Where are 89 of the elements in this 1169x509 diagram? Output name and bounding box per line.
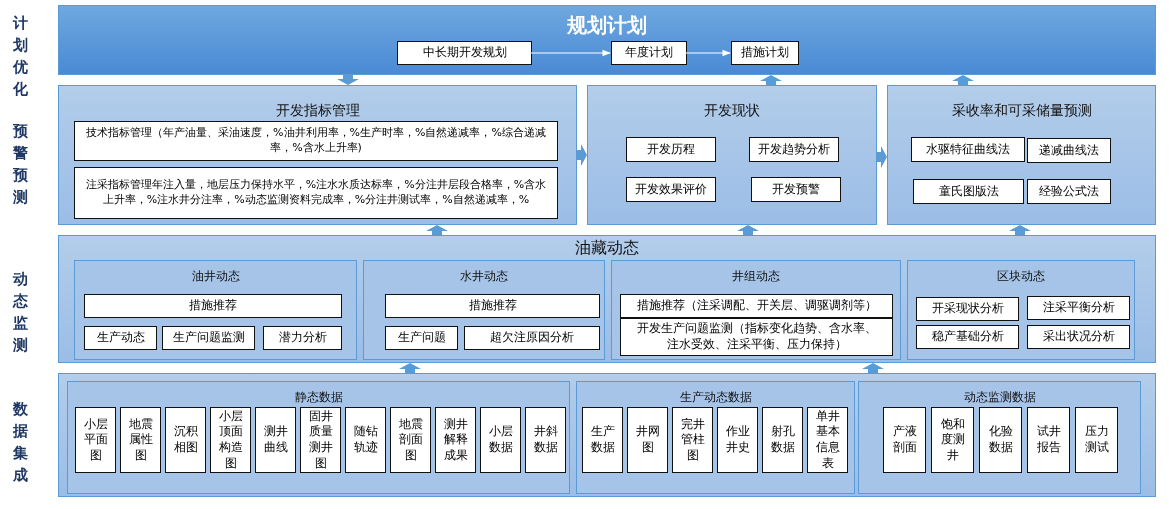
process-box: 超欠注原因分析: [464, 326, 600, 350]
process-box: 地震剖面图: [390, 407, 431, 473]
group-panel: [576, 381, 855, 494]
block-arrow: [1009, 225, 1031, 235]
process-box: 技术指标管理（年产油量、采油速度，%油井利用率，%生产时率，%自然递减率，%综合递减率，%含水上升率): [74, 121, 558, 161]
block-arrow: [877, 146, 887, 168]
process-box: 年度计划: [611, 41, 687, 65]
group-panel: [858, 381, 1141, 494]
header-band: [58, 5, 1156, 75]
process-box: 井网图: [627, 407, 668, 473]
block-arrow: [760, 75, 782, 85]
arrow: [530, 49, 611, 57]
group-panel: [58, 373, 1156, 497]
process-box: 沉积相图: [165, 407, 206, 473]
process-box: 化验数据: [979, 407, 1022, 473]
section-label: 动态监测: [11, 269, 29, 356]
group-panel: [587, 85, 877, 225]
block-arrow: [399, 363, 421, 373]
process-box: 潜力分析: [263, 326, 342, 350]
section-label: 预警预测: [11, 121, 29, 208]
process-box: 措施推荐: [84, 294, 342, 318]
process-box: 中长期开发规划: [397, 41, 532, 65]
process-box: 措施推荐（注采调配、开关层、调驱调剂等）: [620, 294, 893, 318]
group-title: 规划计划: [566, 12, 648, 39]
process-box: 井斜数据: [525, 407, 566, 473]
group-title: 区块动态: [996, 269, 1046, 284]
group-title: 油井动态: [190, 269, 241, 284]
group-panel: [611, 260, 901, 360]
process-box: 开发效果评价: [626, 177, 716, 202]
group-title: 开发现状: [703, 102, 761, 120]
process-box: 固井质量测井图: [300, 407, 341, 473]
process-box: 采出状况分析: [1027, 325, 1130, 349]
group-title: 静态数据: [293, 390, 344, 405]
group-title: 水井动态: [459, 269, 509, 284]
process-box: 开发趋势分析: [749, 137, 839, 162]
block-arrow: [952, 75, 974, 85]
process-box: 递减曲线法: [1027, 138, 1111, 163]
process-box: 产液剖面: [883, 407, 926, 473]
process-box: 稳产基础分析: [916, 325, 1019, 349]
block-arrow: [577, 144, 587, 166]
process-box: 地震属性图: [120, 407, 161, 473]
process-box: 压力测试: [1075, 407, 1118, 473]
group-panel: [907, 260, 1135, 360]
process-box: 射孔数据: [762, 407, 803, 473]
process-box: 措施计划: [731, 41, 799, 65]
group-panel: [363, 260, 605, 360]
block-arrow: [737, 225, 759, 235]
process-box: 小层数据: [480, 407, 521, 473]
group-title: 油藏动态: [574, 238, 640, 259]
arrow: [685, 49, 731, 57]
group-title: 采收率和可采储量预测: [950, 102, 1093, 120]
section-label: 计划优化: [11, 13, 29, 100]
group-panel: [74, 260, 357, 360]
process-box: 测井解释成果: [435, 407, 476, 473]
block-arrow: [337, 75, 359, 85]
process-box: 开发生产问题监测（指标变化趋势、含水率、注水受效、注采平衡、压力保持）: [620, 318, 893, 356]
block-arrow: [862, 363, 884, 373]
block-arrow: [426, 225, 448, 235]
process-box: 注采平衡分析: [1027, 296, 1130, 320]
process-box: 童氏图版法: [913, 179, 1024, 204]
group-title: 开发指标管理: [274, 102, 361, 120]
process-box: 随钻轨迹: [345, 407, 386, 473]
section-label: 数据集成: [11, 399, 29, 486]
process-box: 饱和度测井: [931, 407, 974, 473]
group-title: 生产动态数据: [678, 390, 753, 405]
process-box: 开发预警: [751, 177, 841, 202]
process-box: 小层顶面构造图: [210, 407, 251, 473]
process-box: 测井曲线: [255, 407, 296, 473]
group-title: 动态监测数据: [962, 390, 1037, 405]
process-box: 作业井史: [717, 407, 758, 473]
process-box: 开发历程: [626, 137, 716, 162]
group-panel: [58, 85, 577, 225]
process-box: 水驱特征曲线法: [911, 137, 1025, 162]
process-box: 生产数据: [582, 407, 623, 473]
group-title: 井组动态: [731, 269, 781, 284]
process-box: 完井管柱图: [672, 407, 713, 473]
process-box: 注采指标管理年注入量，地层压力保持水平，%注水水质达标率，%分注井层段合格率，%含水上升率，%注水井分注率，%动态监测资料完成率，%分注井测试率，%自然递减率，%: [74, 167, 558, 219]
process-box: 单井基本信息表: [807, 407, 848, 473]
process-box: 小层平面图: [75, 407, 116, 473]
group-panel: [67, 381, 570, 494]
process-box: 试井报告: [1027, 407, 1070, 473]
process-box: 措施推荐: [385, 294, 600, 318]
process-box: 生产动态: [84, 326, 157, 350]
process-box: 生产问题监测: [162, 326, 255, 350]
process-box: 开采现状分析: [916, 297, 1019, 321]
group-panel: [58, 235, 1156, 363]
process-box: 经验公式法: [1027, 179, 1111, 204]
group-panel: [887, 85, 1156, 225]
process-box: 生产问题: [385, 326, 458, 350]
